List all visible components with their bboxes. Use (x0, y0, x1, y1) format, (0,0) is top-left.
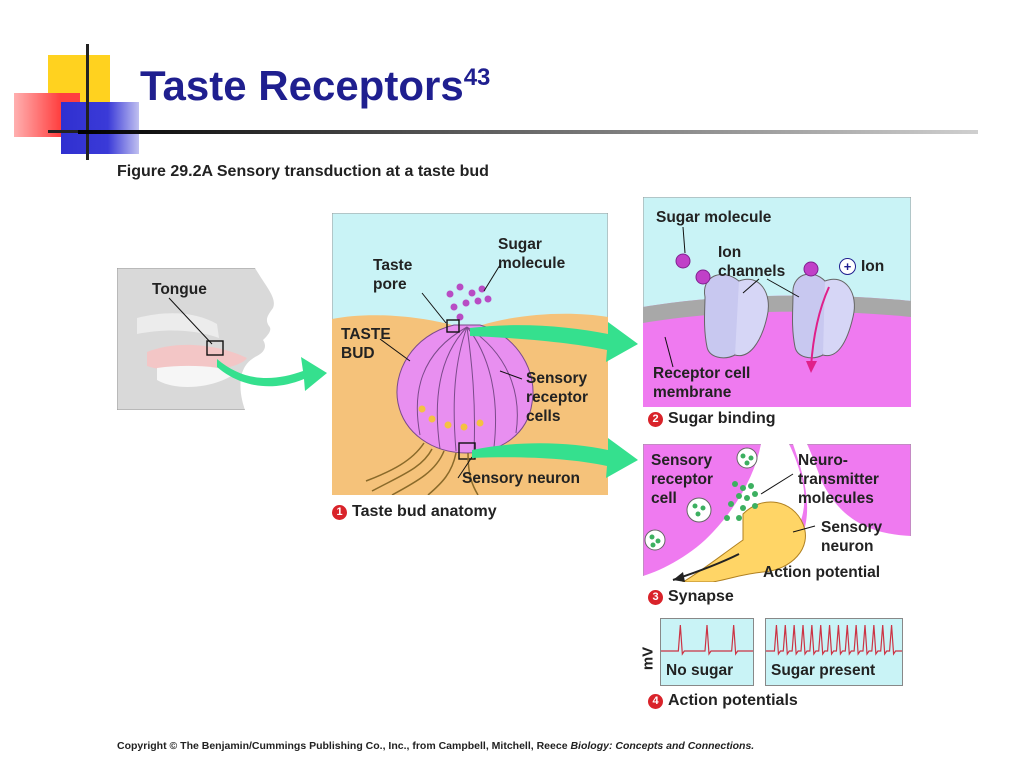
arrow-bud-to-synapse (472, 438, 638, 478)
sugar-present-label: Sugar present (771, 662, 876, 679)
copyright-line: Copyright © The Benjamin/Cummings Publis… (117, 740, 754, 752)
taste-bud-label-1: TASTE (341, 326, 391, 343)
transmitter-label: transmitter (798, 471, 879, 488)
synapse-sensory2-label: Sensory (821, 519, 883, 536)
title-text: Taste Receptors (140, 62, 464, 109)
sensory-neuron-label: Sensory neuron (462, 470, 580, 487)
step-4-number: 4 (648, 693, 663, 709)
arrow-tongue-to-bud (217, 357, 327, 391)
molecule-label: molecule (498, 255, 566, 272)
mv-axis-label: mV (636, 646, 660, 671)
sugar-binding-panel (643, 197, 911, 407)
step-2-caption: 2 Sugar binding (648, 410, 776, 428)
step-1-label: Taste bud anatomy (352, 503, 497, 520)
step-3-number: 3 (648, 589, 663, 605)
receptor-label: receptor (526, 389, 589, 406)
sugar-present-trace-box: Sugar present (765, 618, 903, 686)
sensory-label: Sensory (526, 370, 588, 387)
ion-plus-icon: + (839, 258, 856, 275)
decor-vertical-line (86, 44, 89, 160)
sugar-label: Sugar (498, 236, 542, 253)
no-sugar-trace-box: No sugar (660, 618, 754, 686)
tongue-label: Tongue (152, 281, 207, 298)
step-1-caption: 1 Taste bud anatomy (332, 503, 497, 521)
synapse-neuron-label: neuron (821, 538, 874, 555)
receptor-cell-label: Receptor cell (653, 365, 751, 382)
mv-axis-text: mV (639, 646, 657, 671)
arrow-bud-to-binding (470, 322, 638, 362)
membrane-label: membrane (653, 384, 732, 401)
step-3-caption: 3 Synapse (648, 588, 734, 606)
no-sugar-trace (661, 624, 753, 656)
ion-single-label: Ion (861, 258, 885, 275)
sugar-molecule-label: Sugar molecule (656, 209, 772, 226)
step-2-label: Sugar binding (668, 410, 776, 427)
action-potential-label: Action potential (763, 564, 881, 581)
taste-bud-label-2: BUD (341, 345, 375, 362)
copyright-book: Biology: Concepts and Connections. (570, 740, 755, 752)
step-2-number: 2 (648, 411, 663, 427)
taste-label: Taste (373, 257, 413, 274)
pore-label: pore (373, 276, 407, 293)
step-3-label: Synapse (668, 588, 734, 605)
ion-symbol: + (843, 259, 852, 274)
cells-label: cells (526, 408, 561, 425)
molecules-label: molecules (798, 490, 874, 507)
no-sugar-label: No sugar (666, 662, 734, 679)
synapse-receptor-label: receptor (651, 471, 714, 488)
channels-label: channels (718, 263, 786, 280)
synapse-cell-label: cell (651, 490, 677, 507)
copyright-prefix: Copyright © The Benjamin/Cummings Publis… (117, 740, 568, 752)
ion-label: Ion (718, 244, 742, 261)
step-4-caption: 4 Action potentials (648, 692, 798, 710)
figure-caption: Figure 29.2A Sensory transduction at a t… (117, 163, 489, 180)
slide-title: Taste Receptors43 (140, 62, 490, 110)
step-1-number: 1 (332, 504, 347, 520)
neuro-label: Neuro- (798, 452, 848, 469)
step-4-label: Action potentials (668, 692, 798, 709)
title-underline (78, 130, 978, 134)
trace-no-sugar-line (661, 624, 753, 656)
title-superscript: 43 (463, 64, 491, 91)
synapse-sensory-label: Sensory (651, 452, 713, 469)
synapse-panel (643, 444, 911, 582)
sugar-present-trace (766, 624, 902, 656)
decor-blue-square (61, 102, 139, 154)
trace-sugar-line (766, 624, 902, 656)
